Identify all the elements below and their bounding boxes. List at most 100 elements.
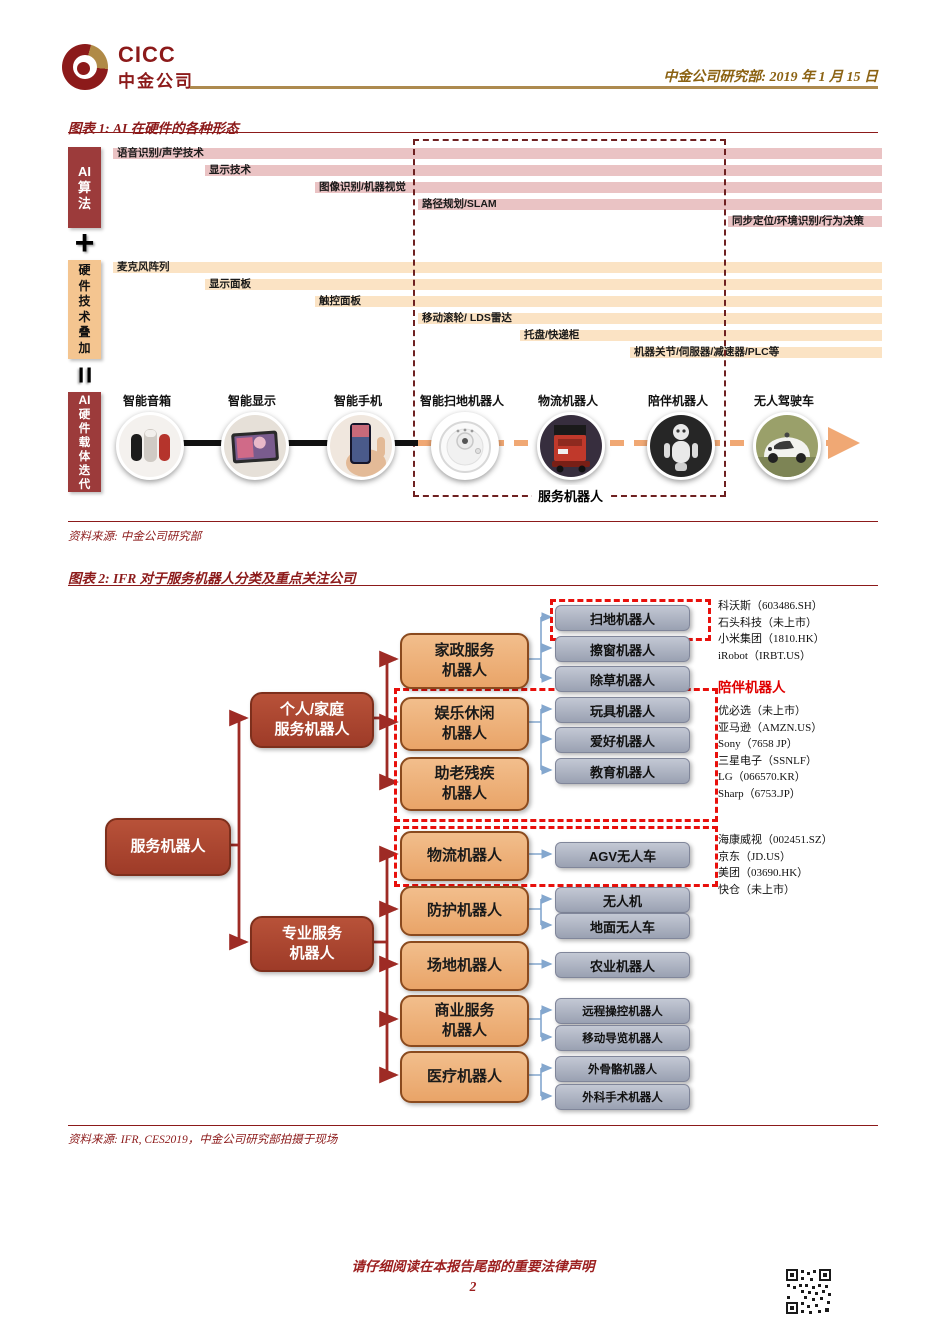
logo-title: CICC xyxy=(118,42,176,67)
company-item: LG（066570.KR） xyxy=(718,771,806,783)
hw-bar: 机器关节/伺服器/减速器/PLC等 xyxy=(630,347,882,358)
device-label: 物流机器人 xyxy=(537,394,598,408)
figure1-title: 图表 1: AI 在硬件的各种形态 xyxy=(68,121,239,136)
cicc-logo-inner xyxy=(73,55,97,79)
node-service-robot: 服务机器人 xyxy=(105,818,231,876)
companion-robot-label: 陪伴机器人 xyxy=(718,680,786,695)
smart-speaker-image xyxy=(119,415,181,477)
device-label: 陪伴机器人 xyxy=(647,394,708,408)
node-education-robot: 教育机器人 xyxy=(555,758,690,784)
hw-bar: 触控面板 xyxy=(315,296,882,307)
header-rule xyxy=(190,86,878,89)
footer-disclaimer: 请仔细阅读在本报告尾部的重要法律声明 xyxy=(351,1259,595,1274)
hw-bar: 显示面板 xyxy=(205,279,882,290)
node-agv: AGV无人车 xyxy=(555,842,690,868)
node-personal-home: 个人/家庭 服务机器人 xyxy=(250,692,374,748)
company-item: Sharp（6753.JP） xyxy=(718,787,801,800)
node-elderly-assist: 助老残疾 机器人 xyxy=(400,757,529,811)
company-item: 石头科技（未上市） xyxy=(718,616,817,629)
device-line-dashed xyxy=(418,440,828,446)
company-item: 小米集团（1810.HK） xyxy=(718,633,825,645)
smart-display-photo xyxy=(221,412,289,480)
device-label: 智能扫地机器人 xyxy=(419,394,504,408)
smart-phone-image xyxy=(330,415,392,477)
sweeper-company-list: 科沃斯（603486.SH） 石头科技（未上市） 小米集团（1810.HK） i… xyxy=(718,598,825,664)
company-item: 亚马逊（AMZN.US） xyxy=(718,721,823,734)
algo-bar: 语音识别/声学技术 xyxy=(113,148,882,159)
cicc-logo-dot xyxy=(77,62,90,75)
node-protection: 防护机器人 xyxy=(400,886,529,936)
algo-bar: 同步定位/环境识别/行为决策 xyxy=(728,216,882,227)
smart-phone-photo xyxy=(327,412,395,480)
device-label: 智能手机 xyxy=(333,394,382,408)
company-item: 快仓（未上市） xyxy=(718,883,795,896)
companion-company-list: 优必选（未上市） 亚马逊（AMZN.US） Sony（7658 JP） 三星电子… xyxy=(718,703,822,802)
driverless-car-image xyxy=(756,415,818,477)
page-number: 2 xyxy=(469,1279,477,1294)
node-mowing-robot: 除草机器人 xyxy=(555,666,690,692)
logistics-highlight-box xyxy=(394,826,718,887)
ai-algorithm-block: AI 算法 xyxy=(68,147,101,228)
logistics-robot-photo xyxy=(537,412,605,480)
figure2-title-rule xyxy=(68,585,878,586)
qr-code-image xyxy=(785,1268,832,1315)
node-remote-robot: 远程操控机器人 xyxy=(555,998,690,1024)
node-drone: 无人机 xyxy=(555,887,690,913)
cicc-logo-icon xyxy=(62,44,108,90)
robot-vacuum-photo xyxy=(431,412,499,480)
hw-bar: 移动滚轮/ LDS雷达 xyxy=(418,313,882,324)
companion-robot-image xyxy=(650,415,712,477)
ai-algorithm-en: AI xyxy=(78,163,91,179)
figure2-source: 资料来源: IFR, CES2019，中金公司研究部拍摄于现场 xyxy=(68,1134,338,1146)
logistics-company-list: 海康威视（002451.SZ） 京东（JD.US） 美团（03690.HK） 快… xyxy=(718,832,833,898)
plus-symbol: + xyxy=(74,224,95,262)
smart-speaker-photo xyxy=(116,412,184,480)
company-item: 优必选（未上市） xyxy=(718,705,806,717)
node-entertainment: 娱乐休闲 机器人 xyxy=(400,697,529,751)
company-item: iRobot（IRBT.US） xyxy=(718,649,812,662)
company-item: 三星电子（SSNLF） xyxy=(718,754,818,767)
company-item: Sony（7658 JP） xyxy=(718,738,798,750)
node-guide-robot: 移动导览机器人 xyxy=(555,1025,690,1051)
figure1-title-rule xyxy=(68,132,878,133)
node-professional: 专业服务 机器人 xyxy=(250,916,374,972)
node-hobby-robot: 爱好机器人 xyxy=(555,727,690,753)
header-department-date: 中金公司研究部: 2019 年 1 月 15 日 xyxy=(663,70,878,85)
equals-symbol: = xyxy=(68,366,102,384)
device-label: 智能显示 xyxy=(227,394,276,408)
companion-robot-photo xyxy=(647,412,715,480)
figure1-source: 资料来源: 中金公司研究部 xyxy=(68,531,202,543)
company-item: 科沃斯（603486.SH） xyxy=(718,600,823,612)
node-exoskeleton-robot: 外骨骼机器人 xyxy=(555,1056,690,1082)
node-housework: 家政服务 机器人 xyxy=(400,633,529,689)
figure2-bottom-rule xyxy=(68,1125,878,1126)
hardware-tech-cn: 硬件技术叠加 xyxy=(78,263,91,355)
node-agriculture-robot: 农业机器人 xyxy=(555,952,690,978)
ai-carrier-cn: 硬件载体迭代 xyxy=(78,409,91,491)
ai-algorithm-cn: 算法 xyxy=(77,179,91,211)
smart-display-image xyxy=(224,415,286,477)
ai-carrier-en: AI xyxy=(78,393,91,407)
node-toy-robot: 玩具机器人 xyxy=(555,697,690,723)
node-field: 场地机器人 xyxy=(400,941,529,991)
figure2-title: 图表 2: IFR 对于服务机器人分类及重点关注公司 xyxy=(68,571,356,586)
robot-vacuum-image xyxy=(434,415,496,477)
hw-bar: 托盘/快递柜 xyxy=(520,330,882,341)
node-ground-vehicle: 地面无人车 xyxy=(555,913,690,939)
logistics-robot-image xyxy=(540,415,602,477)
driverless-car-photo xyxy=(753,412,821,480)
hardware-tech-block: 硬件技术叠加 xyxy=(68,260,101,359)
qr-code xyxy=(785,1268,832,1320)
company-item: 海康威视（002451.SZ） xyxy=(718,834,833,846)
algo-bar: 显示技术 xyxy=(205,165,882,176)
timeline-arrow-icon xyxy=(828,427,860,459)
company-item: 美团（03690.HK） xyxy=(718,867,809,879)
logo-subtitle: 中金公司 xyxy=(118,72,194,91)
node-surgery-robot: 外科手术机器人 xyxy=(555,1084,690,1110)
device-label: 无人驾驶车 xyxy=(753,394,814,408)
algo-bar: 图像识别/机器视觉 xyxy=(315,182,882,193)
device-label: 智能音箱 xyxy=(122,394,171,408)
node-logistics: 物流机器人 xyxy=(400,831,529,881)
ai-carrier-block: AI 硬件载体迭代 xyxy=(68,392,101,492)
